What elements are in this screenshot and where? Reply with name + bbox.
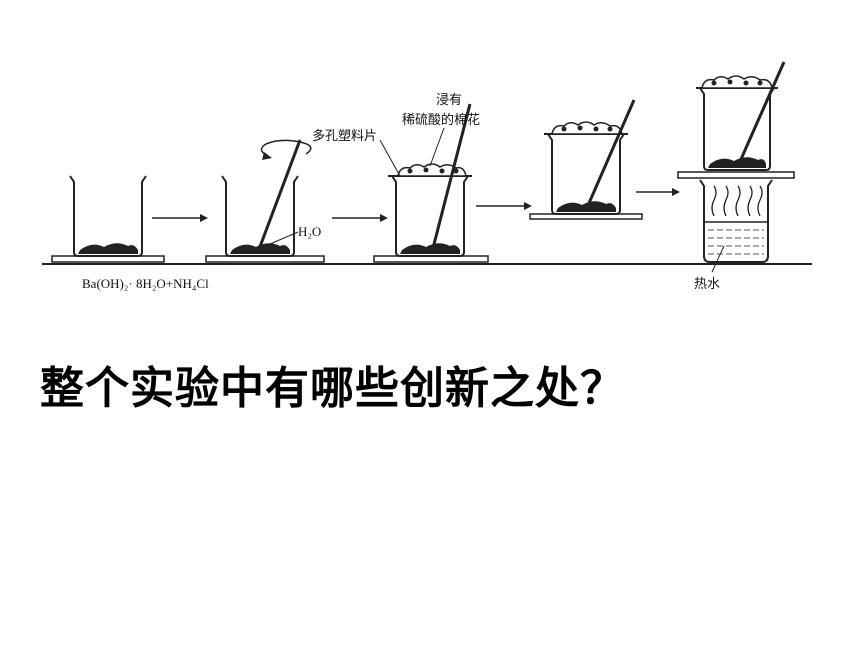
- label-porous-plastic: 多孔塑料片: [312, 128, 377, 144]
- arrow-2: [332, 214, 388, 222]
- arrow-1: [152, 214, 208, 222]
- beaker-step-5: [677, 61, 795, 273]
- experiment-diagram: H₂O 多孔塑料片 浸有 稀硫酸的棉花: [42, 61, 812, 292]
- beaker-step-2: [205, 139, 325, 263]
- label-cotton-line2: 稀硫酸的棉花: [402, 112, 480, 128]
- arrow-4: [636, 188, 680, 196]
- beaker-step-3: [373, 103, 489, 263]
- arrow-3: [476, 202, 532, 210]
- label-reagent: Ba(OH)₂· 8H₂O+NH₄Cl: [82, 276, 209, 291]
- beaker-step-4: [529, 99, 643, 220]
- label-hot-water: 热水: [694, 277, 720, 292]
- label-water: H₂O: [298, 224, 321, 239]
- question-text: 整个实验中有哪些创新之处？: [40, 363, 625, 414]
- label-cotton-line1: 浸有: [436, 93, 462, 108]
- beaker-step-1: [51, 175, 165, 263]
